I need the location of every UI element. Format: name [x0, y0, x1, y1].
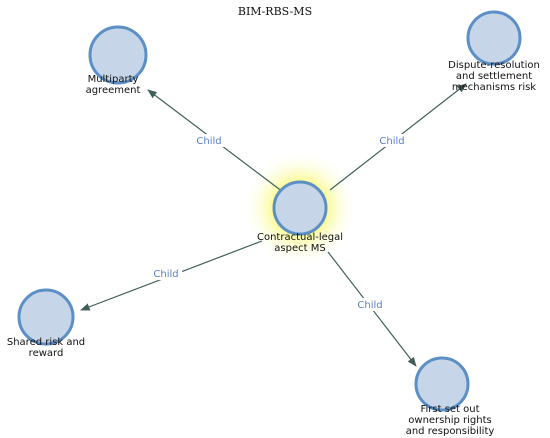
node-label-line: First set out	[420, 404, 479, 415]
edge-label: Child	[357, 300, 382, 311]
node-label-line: and settlement	[456, 71, 532, 82]
node-label-line: mechanisms risk	[452, 82, 536, 93]
edge-multiparty: Child	[147, 89, 284, 193]
edge-label: Child	[379, 136, 404, 147]
edge-label-background	[354, 298, 386, 311]
node-label-line: Dispute-resolution	[448, 60, 540, 71]
edge-shared: Child	[80, 240, 263, 311]
edge-label-background	[150, 267, 182, 280]
edge-ownership: Child	[327, 251, 417, 367]
node-circle[interactable]	[466, 10, 522, 66]
node-label-line: Contractual-legal	[257, 232, 343, 243]
node-circle[interactable]	[272, 180, 328, 236]
node-circle[interactable]	[88, 25, 148, 85]
edge-label-background	[376, 134, 408, 147]
edge-label-background	[193, 134, 225, 147]
edge-label: Child	[196, 136, 221, 147]
diagram-title: BIM-RBS-MS	[238, 5, 312, 18]
node-label-line: ownership rights	[408, 415, 491, 426]
node-label-line: Shared risk and	[7, 337, 85, 348]
edge-label: Child	[153, 269, 178, 280]
node-label-line: aspect MS	[274, 243, 325, 254]
edge-dispute: Child	[329, 83, 467, 191]
node-label-line: and responsibility	[406, 426, 495, 437]
node-circle[interactable]	[17, 288, 75, 346]
node-label-line: agreement	[86, 85, 141, 96]
node-circle[interactable]	[414, 356, 470, 412]
node-label-line: reward	[29, 348, 64, 359]
node-label-line: Multiparty	[88, 74, 139, 85]
